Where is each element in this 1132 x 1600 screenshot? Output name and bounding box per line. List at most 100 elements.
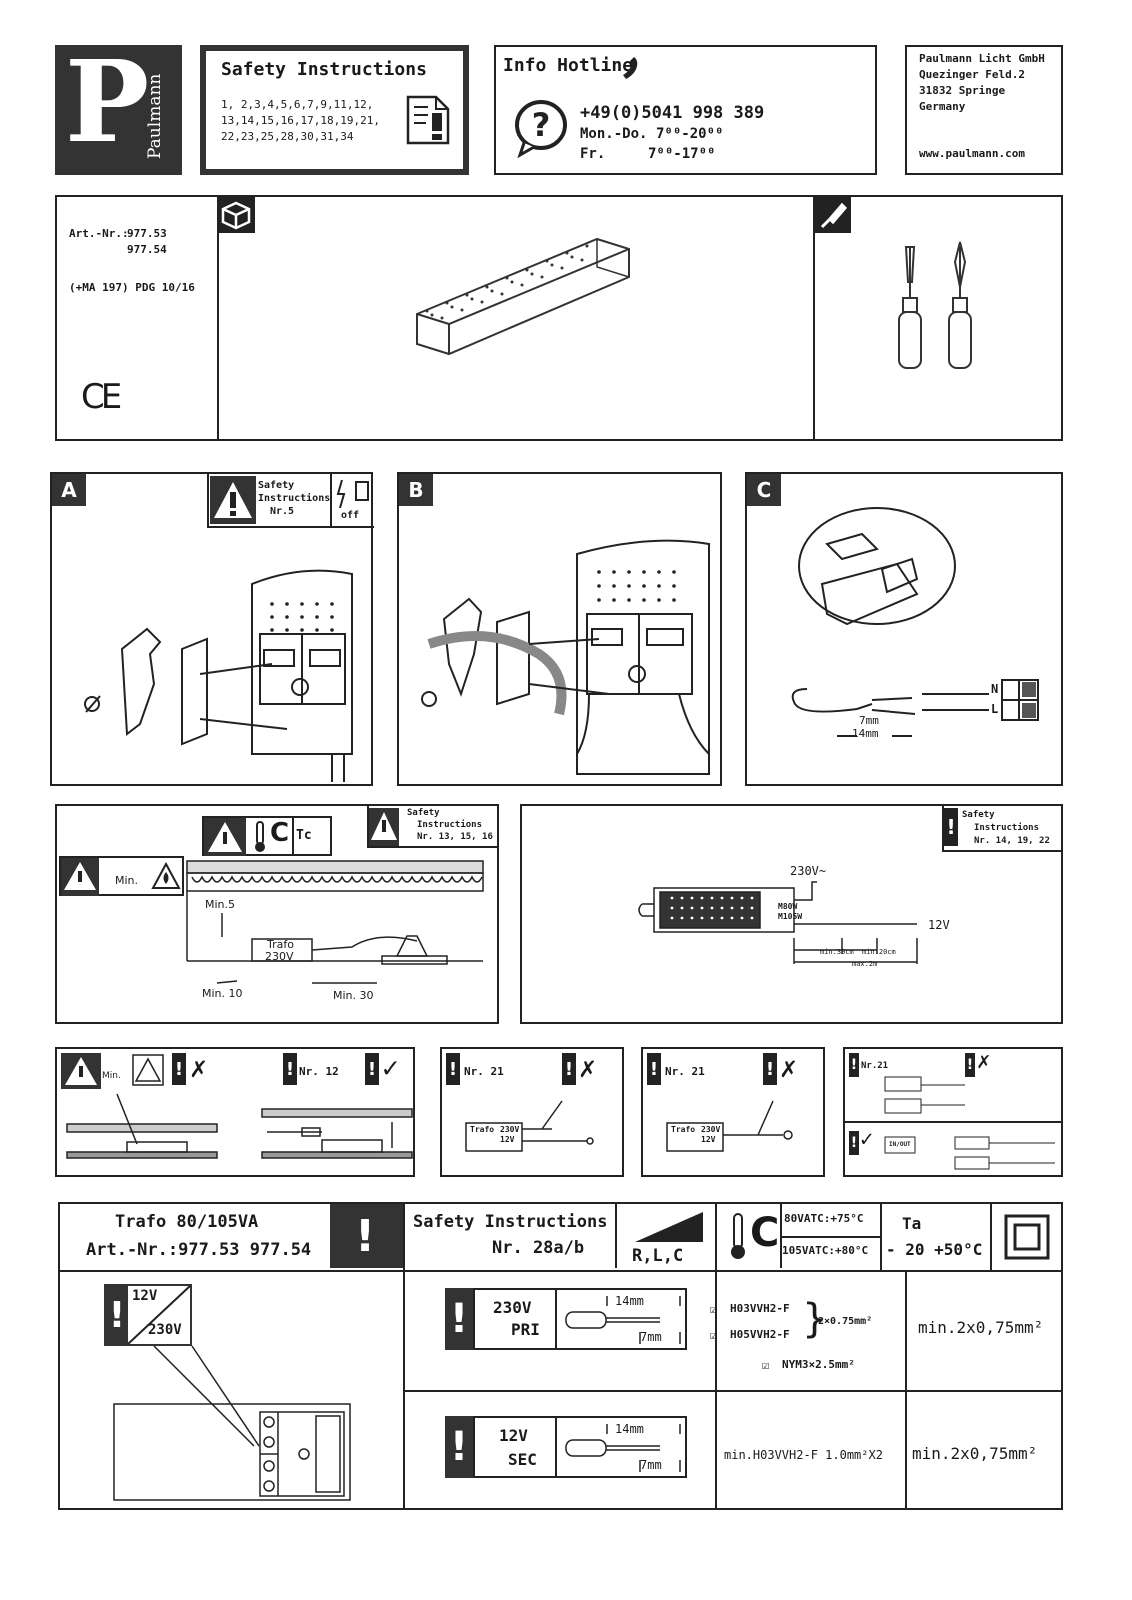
table-safety-nr: Nr. 28a/b (492, 1238, 585, 1258)
trafo-label: Trafo (267, 938, 294, 951)
exclamation-icon: ! (283, 1053, 297, 1085)
label-12v: 12V (132, 1288, 158, 1304)
temp-105va: 105VATC:+80°C (782, 1244, 869, 1257)
rule-230v-a: 230V (500, 1125, 520, 1134)
address-country: Germany (919, 100, 966, 113)
max2m-label: max.2m (852, 960, 878, 968)
address-box: Paulmann Licht GmbH Quezinger Feld.2 318… (905, 45, 1063, 175)
ac-230v-label: 230V~ (790, 864, 827, 878)
hotline-hours-2-label: Fr. (580, 146, 606, 162)
sec-strip-14mm: 14mm (615, 1422, 644, 1436)
pri-label: PRI (511, 1320, 540, 1339)
nr21-b-drawing (666, 1100, 793, 1152)
hotline-hours-1: 7⁰⁰-20⁰⁰ (656, 126, 724, 142)
panel-a-instructions: Instructions (258, 493, 331, 504)
rule-trafo-a: Trafo (470, 1125, 495, 1134)
sec-strip-7mm: 7mm (640, 1458, 662, 1472)
help-question-icon: ? (515, 100, 567, 159)
cable-instructions: Instructions (974, 823, 1040, 833)
art-number-1: 977.53 (127, 227, 167, 240)
ta-range: - 20 +50°C (886, 1240, 983, 1259)
sec-cable: min.H03VVH2-F 1.0mm²X2 (724, 1448, 883, 1462)
rule-12v-a: 12V (500, 1135, 515, 1144)
cable-nr-right: Nr. 14, 19, 22 (974, 836, 1050, 846)
install-nr-left: Nr. 13, 15, 16 (417, 832, 493, 842)
info-hotline-box: Info Hotline ? +49(0)5041 998 389 Mon.-D… (494, 45, 877, 175)
double-insulation-icon (1004, 1214, 1050, 1260)
rule-nr21-c: Nr.21 (861, 1061, 889, 1071)
sec-voltage: 12V (499, 1426, 528, 1445)
check-icon: ✓ (860, 1127, 874, 1152)
spec-table: Trafo 80/105VA Art.-Nr.:977.53 977.54 ! … (58, 1202, 1063, 1510)
pri-min-cable: min.2x0,75mm² (918, 1318, 1044, 1337)
safety-title: Safety Instructions (221, 59, 427, 80)
trafo-art: Art.-Nr.:977.53 977.54 (86, 1240, 312, 1260)
exclamation-icon: ! (354, 1210, 376, 1262)
thermometer-icon (731, 1213, 745, 1259)
exclamation-icon: ! (849, 1053, 859, 1077)
address-web: www.paulmann.com (919, 147, 1025, 160)
panel-a: A Safety Instructions Nr.5 off (50, 472, 374, 786)
svg-text:?: ? (532, 106, 551, 144)
exclamation-icon: ! (965, 1053, 975, 1077)
nr21-a-drawing (465, 1100, 594, 1152)
min30-label: Min. 30 (333, 989, 374, 1002)
sec-min-cable: min.2x0,75mm² (912, 1444, 1038, 1463)
thermometer-icon (255, 821, 265, 852)
m80w-label: M80W (778, 902, 798, 911)
transformer-illustration (416, 237, 630, 356)
exclamation-icon: ! (944, 808, 958, 846)
warning-triangle-icon (61, 1053, 101, 1089)
rule-panel-nr21-b: ! Nr. 21 ! ✗ Trafo 230V 12V (641, 1047, 825, 1177)
check-icon: ✓ (382, 1051, 399, 1084)
rule-230v-b: 230V (701, 1125, 721, 1134)
flame-warning-icon (151, 861, 181, 889)
terminal-diagram (113, 1345, 351, 1501)
panel-b-letter: B (399, 474, 433, 506)
cable-safety: Safety (962, 810, 995, 820)
pri-strip-diagram (565, 1296, 681, 1344)
cross-icon: ✗ (977, 1049, 991, 1074)
live-terminal-label: L (991, 702, 999, 716)
transformer-cable-drawing (638, 881, 918, 964)
package-icon (218, 197, 255, 233)
product-code: (+MA 197) PDG 10/16 (69, 281, 195, 294)
panel-a-safety: Safety (258, 480, 295, 491)
min-distance-flame-icons: Min. (59, 856, 184, 896)
trafo-title: Trafo 80/105VA (115, 1212, 259, 1232)
temp-tc-icons: C Tc (202, 816, 332, 856)
ce-mark: CE (81, 377, 122, 417)
art-number-2: 977.54 (127, 243, 167, 256)
strip-7mm-label: 7mm (859, 714, 879, 727)
logo-brand: Paulmann (145, 73, 165, 159)
exclamation-icon: ! (449, 1424, 469, 1470)
cable-length-panel: ! Safety Instructions Nr. 14, 19, 22 230… (520, 804, 1063, 1024)
install-clearance-panel: Safety Instructions Nr. 13, 15, 16 C Tc … (55, 804, 499, 1024)
min-label: Min. (115, 874, 139, 887)
rule-trafo-b: Trafo (671, 1125, 696, 1134)
tc-c-label: C (750, 1210, 780, 1256)
dimmer-rlc: R,L,C (632, 1246, 684, 1266)
hotline-hours-1-label: Mon.-Do. (580, 126, 648, 142)
min5-label: Min.5 (205, 898, 236, 911)
checkbox-icon: ☑ (762, 1358, 770, 1372)
panel-b: B (397, 472, 722, 786)
panel-c: C N L 7mm 14mm (745, 472, 1063, 786)
rule-panel-clearance: Min. ! ✗ ! Nr. 12 ! ✓ (55, 1047, 415, 1177)
hotline-phone: +49(0)5041 998 389 (580, 103, 765, 123)
warning-triangle-icon (210, 476, 256, 524)
panel-a-letter: A (52, 474, 86, 506)
cable-nym: NYM3×2.5mm² (782, 1358, 855, 1371)
document-warning-icon (406, 95, 450, 145)
screwdrivers-illustration (898, 241, 972, 369)
power-off-label: off (341, 510, 360, 521)
pri-strip-7mm: 7mm (640, 1330, 662, 1344)
rule-nr21-a: Nr. 21 (464, 1065, 504, 1078)
cable-cross-section: 2×0.75mm² (818, 1316, 873, 1327)
safety-instructions-box: Safety Instructions 1, 2,3,4,5,6,7,9,11,… (200, 45, 469, 175)
cross-icon: ✗ (190, 1051, 207, 1084)
address-street: Quezinger Feld.2 (919, 68, 1025, 81)
rule-12v-b: 12V (701, 1135, 716, 1144)
panel-c-letter: C (747, 474, 781, 506)
logo-letter: P (65, 37, 150, 168)
